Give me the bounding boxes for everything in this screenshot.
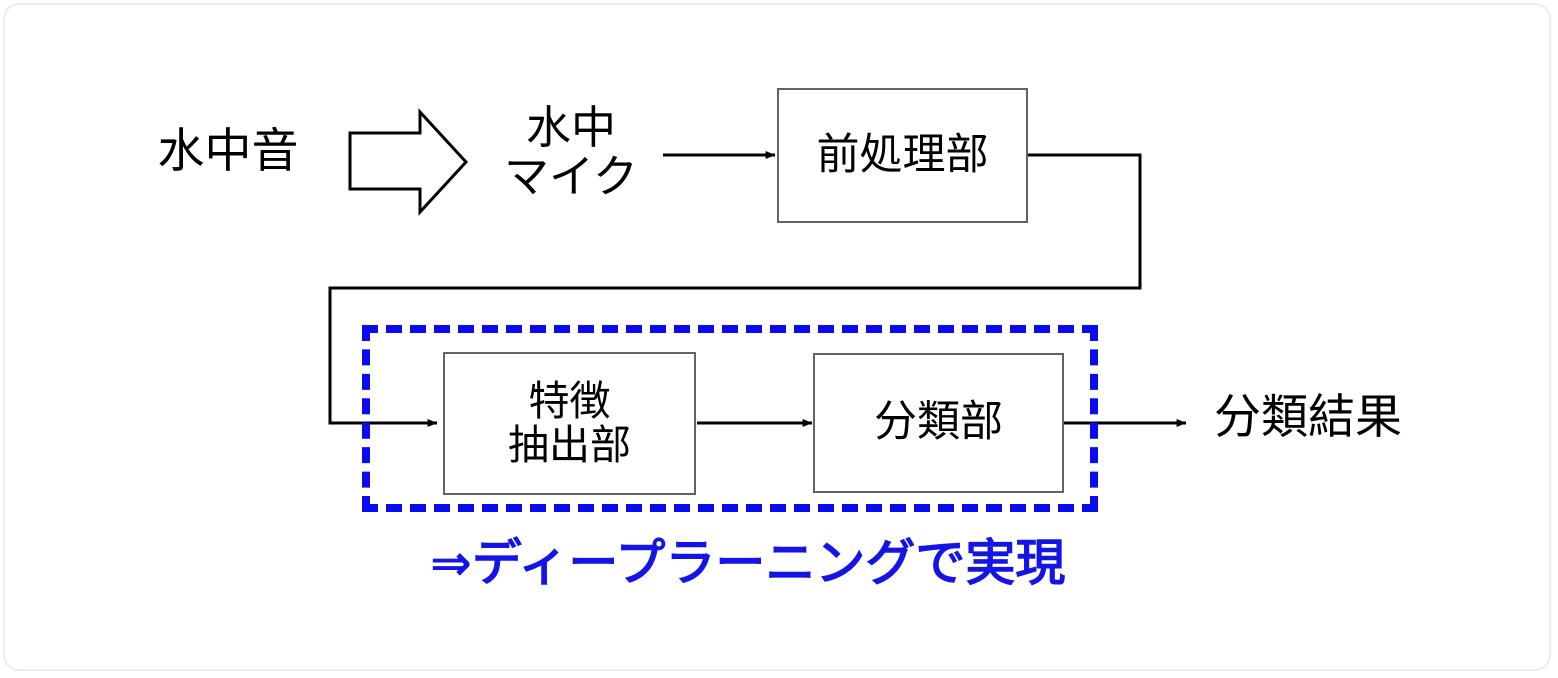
label-source-sound-text: 水中音 bbox=[157, 124, 299, 177]
node-feature-extraction-label-line2: 抽出部 bbox=[508, 421, 631, 468]
label-hydrophone: 水中 マイク bbox=[487, 102, 655, 202]
node-preprocess[interactable]: 前処理部 bbox=[777, 88, 1028, 223]
label-source-sound: 水中音 bbox=[150, 124, 306, 177]
node-feature-extraction-label-line1: 特徴 bbox=[528, 378, 611, 425]
node-feature-extraction[interactable]: 特徴 抽出部 bbox=[443, 352, 696, 495]
label-hydrophone-line1: 水中 bbox=[525, 102, 616, 153]
label-classification-result-text: 分類結果 bbox=[1214, 390, 1402, 443]
connector-preprocess-to-feature bbox=[328, 153, 1142, 427]
label-hydrophone-line2: マイク bbox=[503, 150, 639, 202]
block-arrow-right-icon bbox=[348, 108, 469, 216]
label-classification-result: 分類結果 bbox=[1199, 390, 1417, 443]
node-classifier[interactable]: 分類部 bbox=[813, 353, 1064, 493]
deep-learning-caption: ⇒ディープラーニングで実現 bbox=[430, 538, 1065, 588]
deep-learning-caption-text: ⇒ディープラーニングで実現 bbox=[430, 535, 1066, 591]
node-classifier-label: 分類部 bbox=[874, 398, 1003, 447]
node-preprocess-label: 前処理部 bbox=[816, 130, 989, 179]
